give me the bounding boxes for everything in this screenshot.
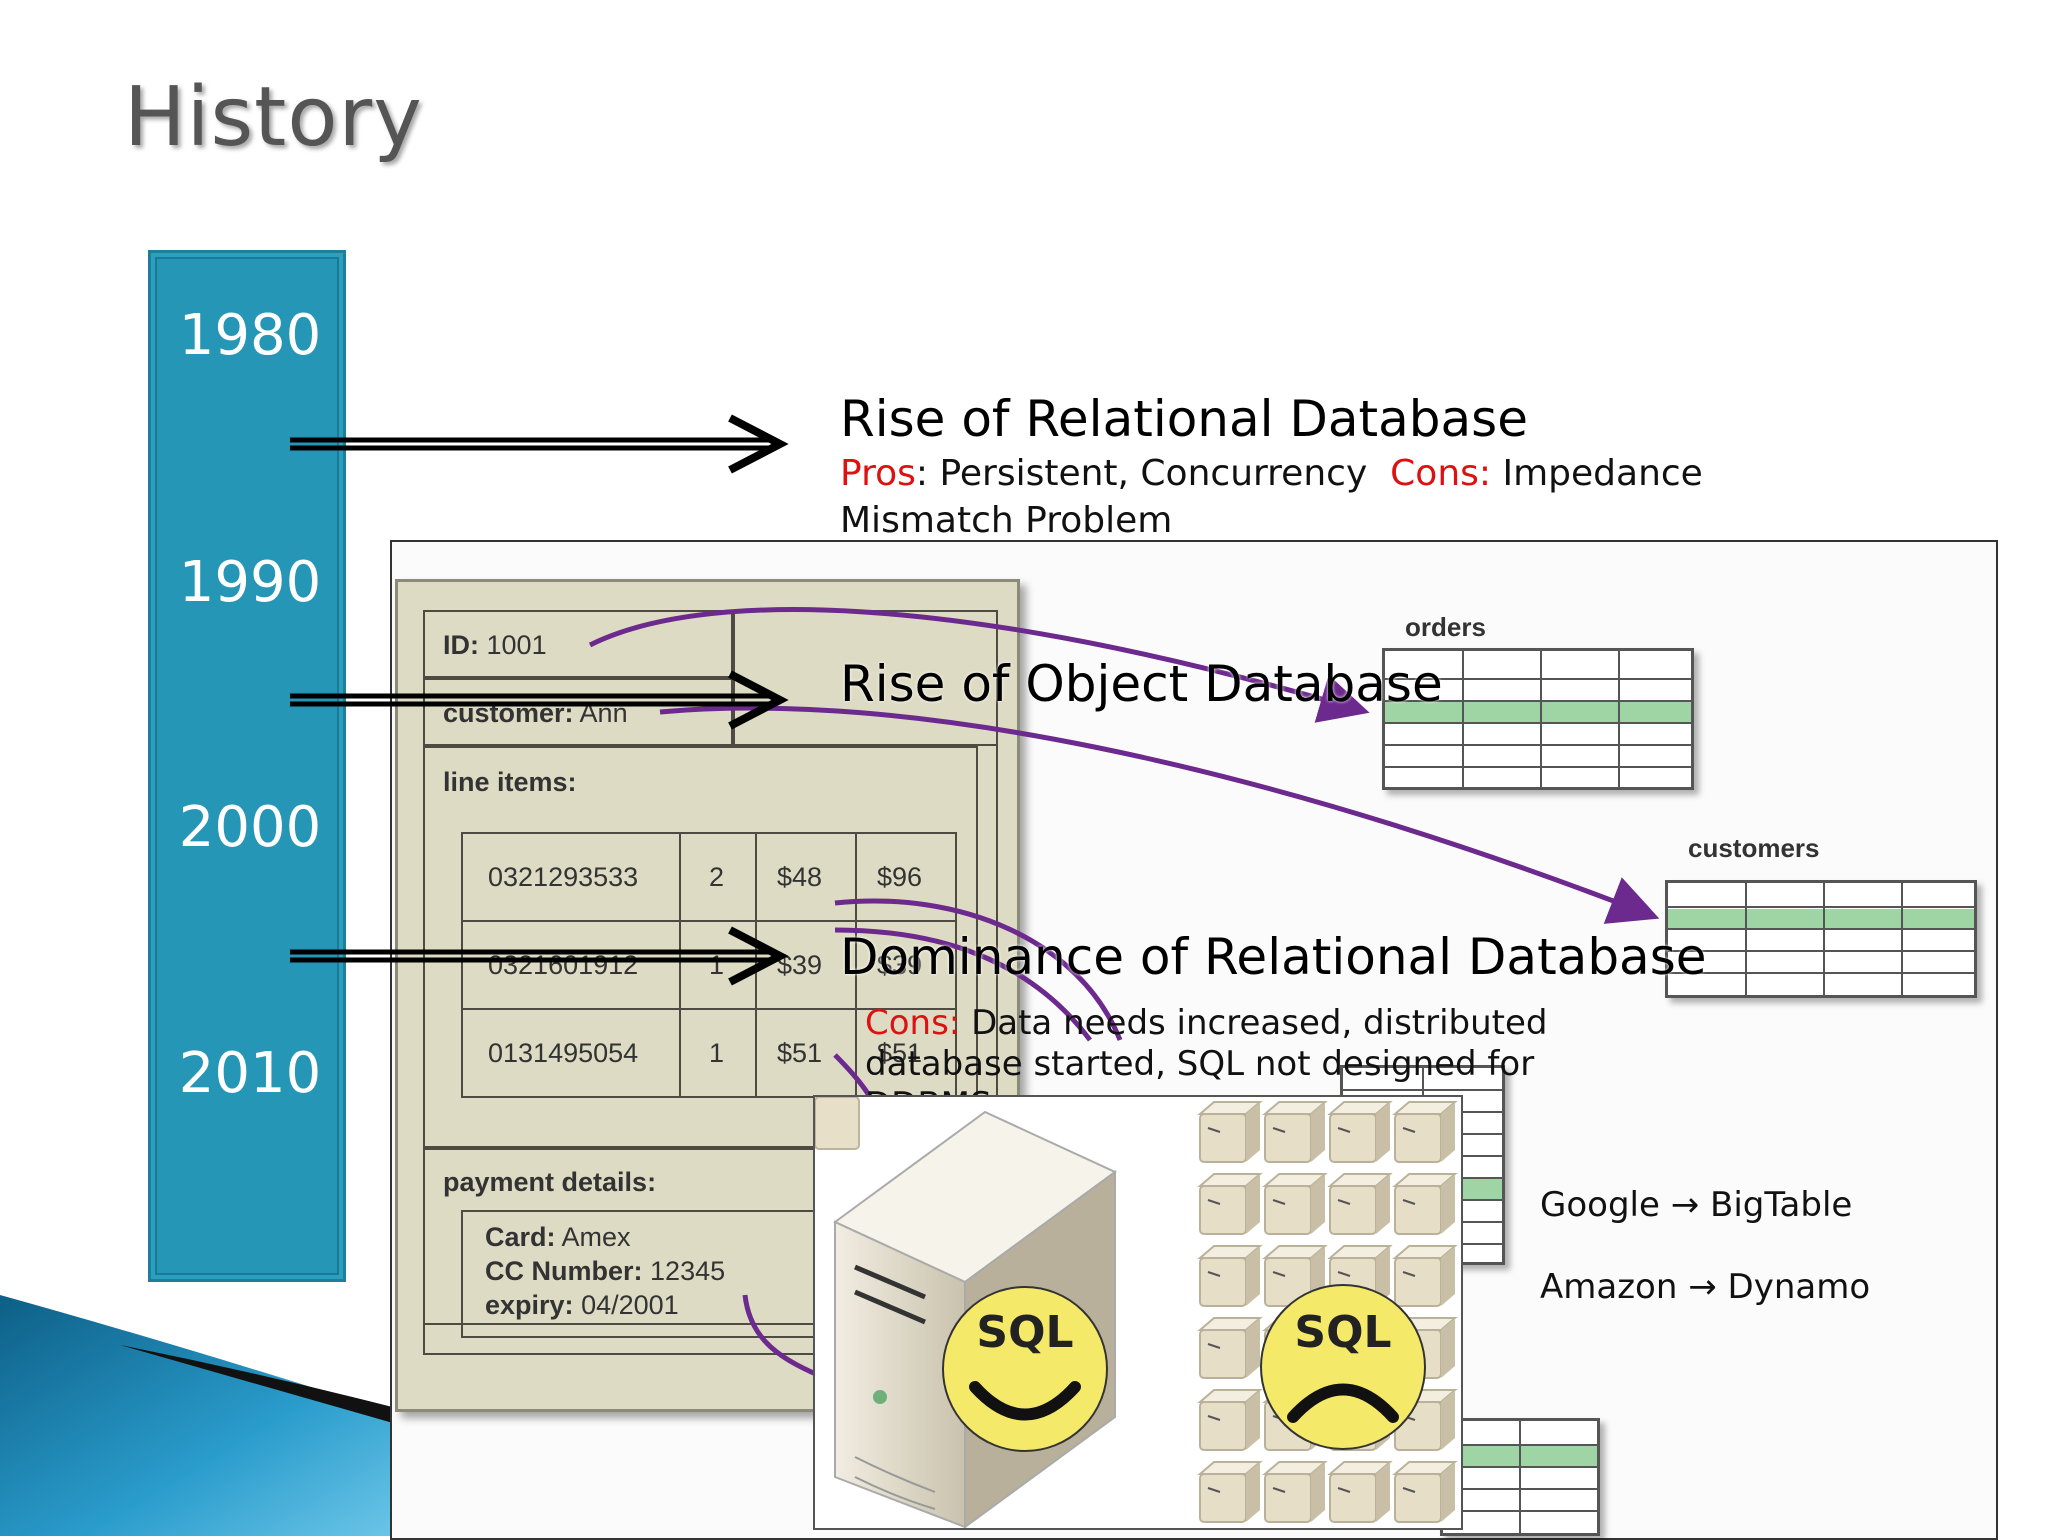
event-relational-heading: Rise of Relational Database [840,390,1528,448]
server-cluster-icon [815,1097,860,1150]
small-server-icon [1327,1173,1393,1235]
year-1990: 1990 [178,550,322,615]
year-1980: 1980 [178,303,322,368]
pros-label: Pros [840,453,916,494]
small-server-icon [1197,1101,1263,1163]
dominance-cons-label: Cons: [865,1003,961,1043]
pros-text: : Persistent, Concurrency [915,453,1379,494]
event-object-heading: Rise of Object Database [840,655,1443,713]
sql-scaling-illustration: SQL SQL [813,1095,1463,1530]
slide-title: History [124,70,423,165]
credit-cards-table [1440,1418,1600,1536]
orders-table [1382,648,1694,790]
small-server-icon [1392,1173,1458,1235]
event-dominance-heading: Dominance of Relational Database [840,928,1707,986]
small-server-icon [1392,1101,1458,1163]
timeline-bar: 1980 1990 2000 2010 [148,250,346,1282]
small-server-icon [1197,1317,1263,1379]
mapping-google: Google → BigTable [1540,1185,1853,1225]
customers-table [1665,880,1977,998]
small-server-icon [1392,1245,1458,1307]
svg-text:SQL: SQL [1294,1307,1391,1358]
small-server-icon [1262,1461,1328,1523]
order-id-cell: ID: 1001 [423,610,733,678]
sad-sql-face: SQL [1260,1284,1426,1450]
year-2010: 2010 [178,1041,322,1106]
mapping-amazon: Amazon → Dynamo [1540,1267,1871,1307]
line-items-label: line items: [443,767,577,797]
small-server-icon [1262,1173,1328,1235]
small-server-icon [1197,1389,1263,1451]
small-server-icon [1392,1461,1458,1523]
small-server-icon [1262,1245,1328,1307]
small-server-icon [1197,1461,1263,1523]
small-server-icon [1327,1245,1393,1307]
event-relational-description: Pros: Persistent, Concurrency Cons: Impe… [840,450,1840,544]
line-items-frame [423,746,978,1148]
small-server-icon [1327,1461,1393,1523]
small-server-icon [1197,1173,1263,1235]
customers-table-label: customers [1688,833,1820,863]
small-server-icon [1197,1245,1263,1307]
decorative-swoosh [0,1295,400,1536]
small-server-icon [1327,1101,1393,1163]
payment-details-label: payment details: [443,1167,657,1197]
orders-table-label: orders [1405,612,1486,642]
right-arrow-icon: → [1688,1267,1717,1307]
happy-sql-face: SQL [942,1286,1108,1452]
year-2000: 2000 [178,795,322,860]
right-arrow-icon: → [1670,1185,1700,1225]
payment-details-box: Card: Amex CC Number: 12345 expiry: 04/2… [461,1210,841,1338]
cons-text: Impedance Mismatch Problem [840,453,1703,541]
svg-text:SQL: SQL [976,1307,1073,1358]
cons-label: Cons: [1390,453,1492,494]
small-server-icon [1262,1101,1328,1163]
